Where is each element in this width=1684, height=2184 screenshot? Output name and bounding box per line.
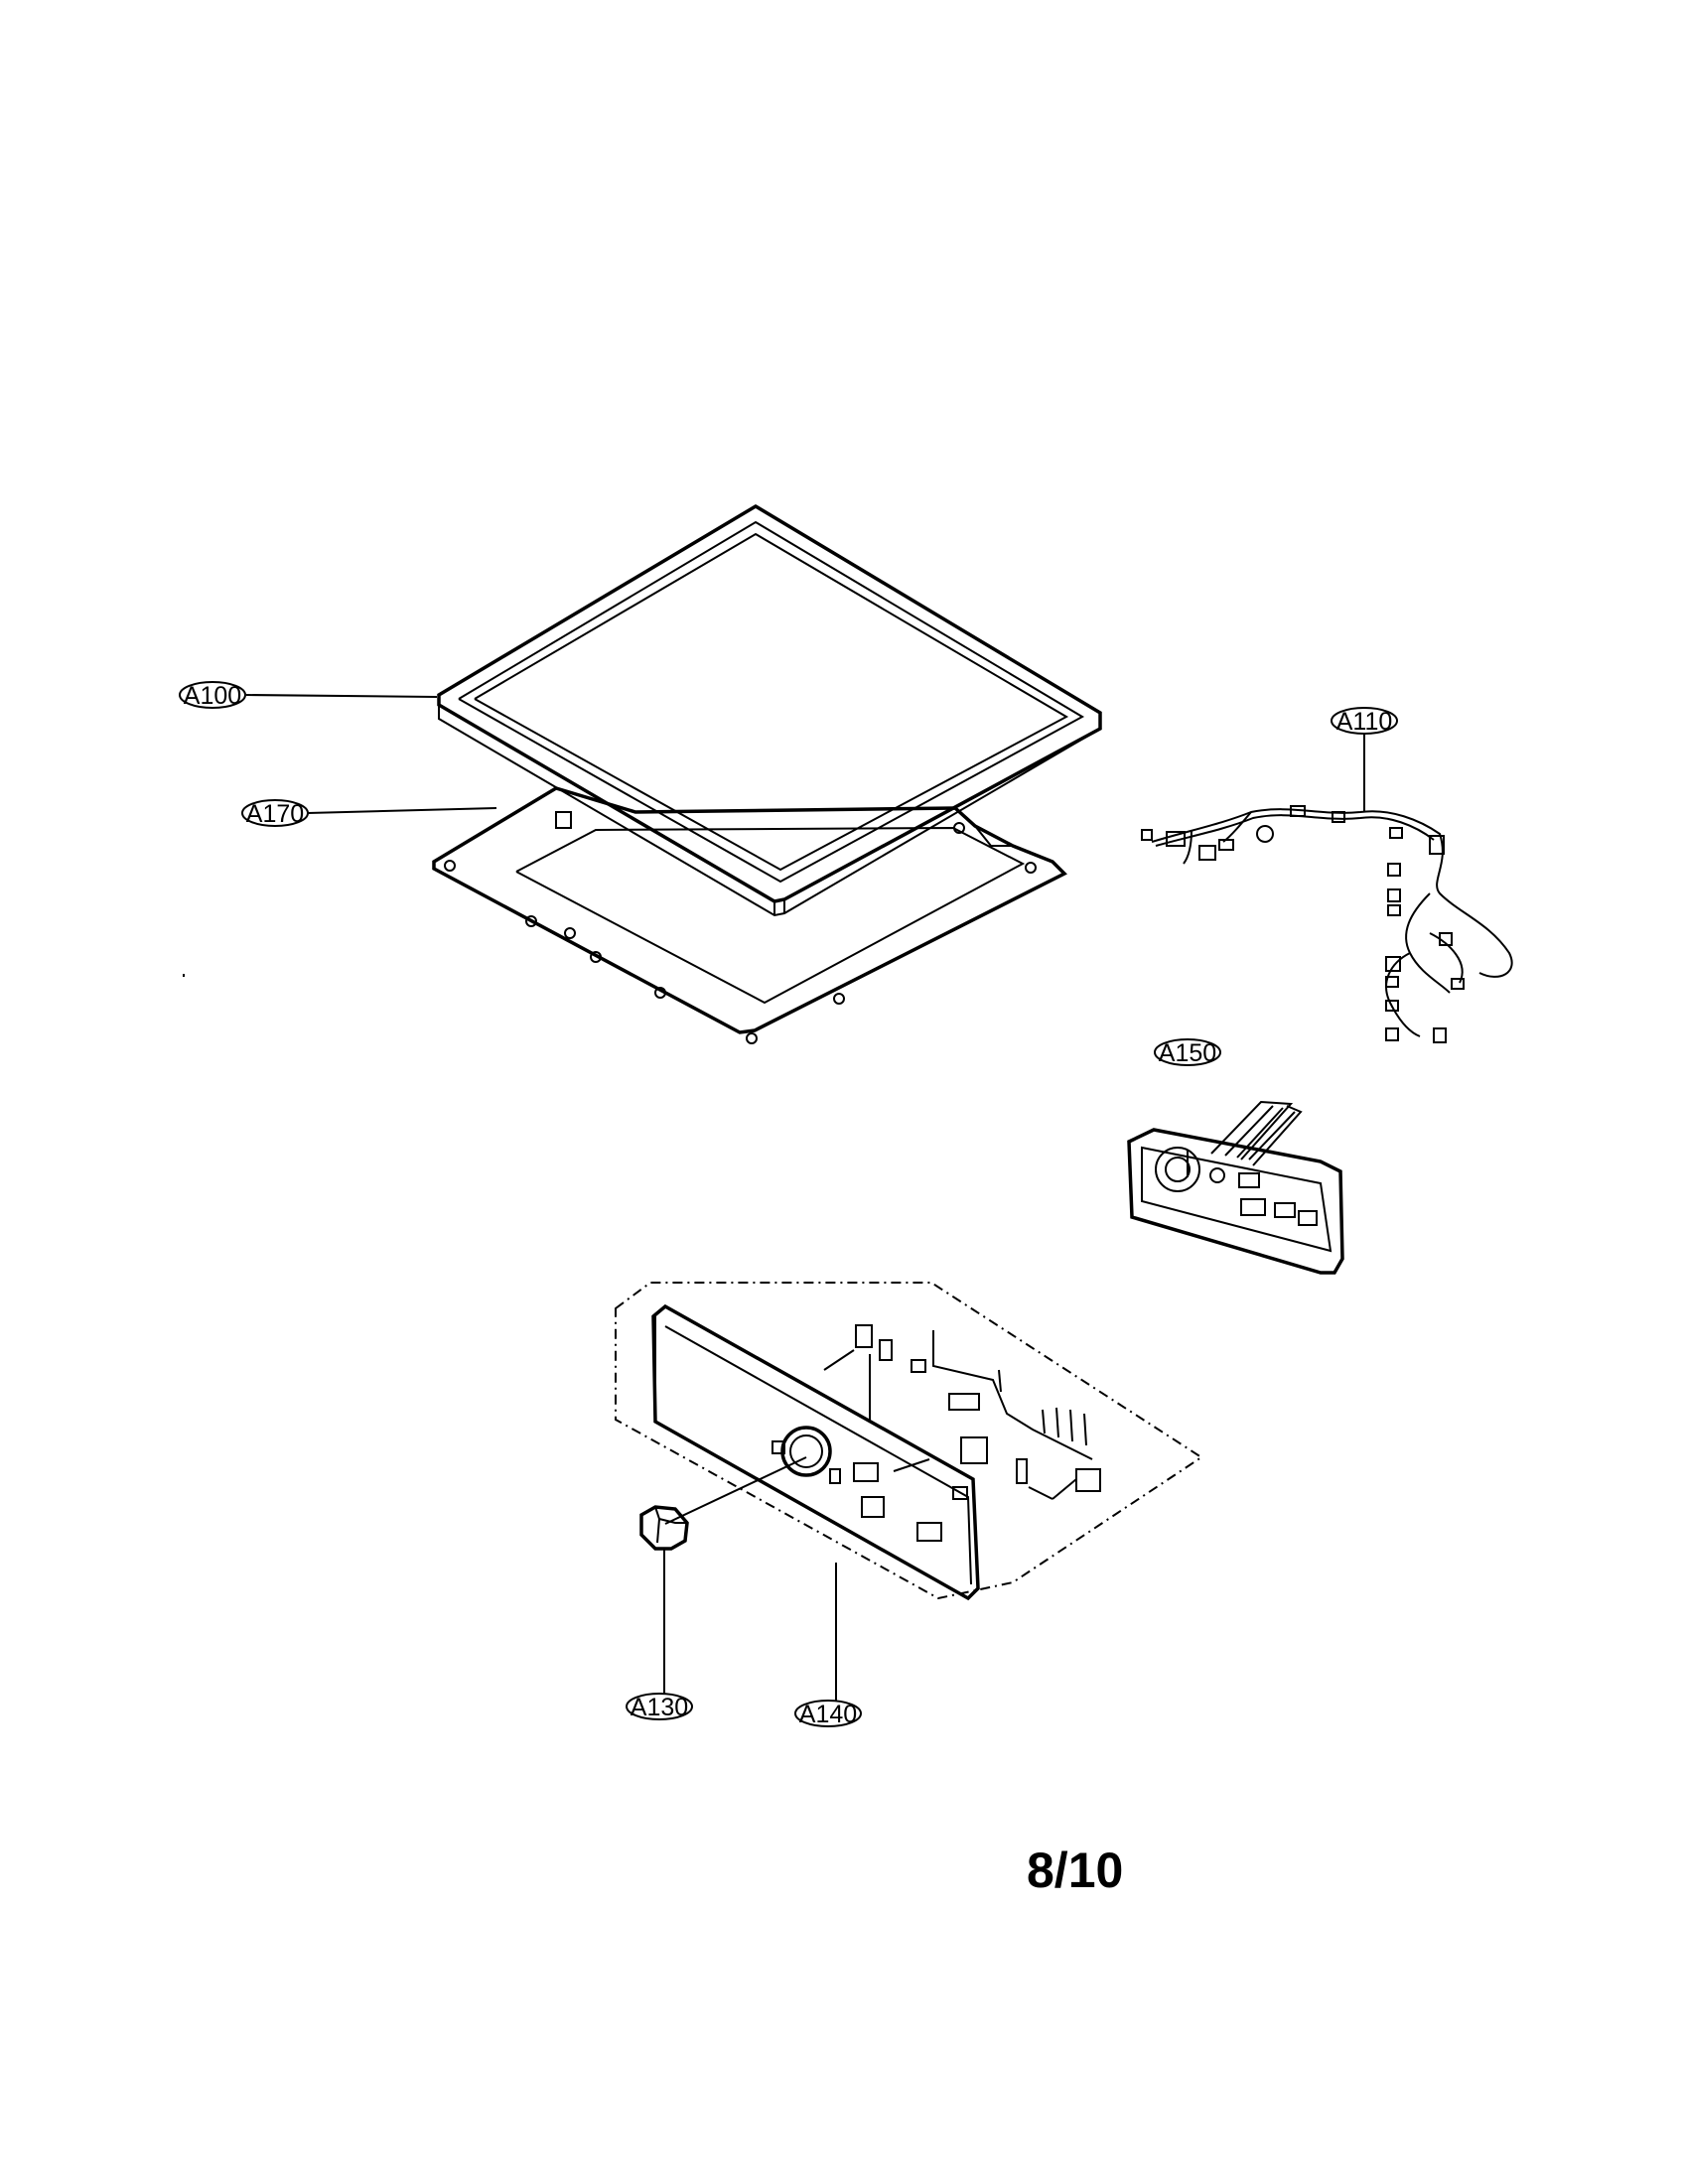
svg-text:A130: A130 <box>631 1694 688 1721</box>
wire-harness-part <box>1141 805 1513 1043</box>
svg-text:A150: A150 <box>1159 1039 1216 1067</box>
top-cover-part <box>437 503 1102 917</box>
leader-lines <box>245 694 1365 1701</box>
callout-a100: A100 <box>179 681 246 710</box>
pcb-assembly-part <box>1127 1100 1344 1275</box>
page-number: 8/10 <box>1027 1843 1124 1898</box>
svg-text:A100: A100 <box>184 682 241 710</box>
svg-text:A140: A140 <box>799 1701 857 1728</box>
callout-a140: A140 <box>794 1700 862 1728</box>
svg-text:A170: A170 <box>246 800 304 828</box>
callout-a110: A110 <box>1331 707 1398 736</box>
top-plate-part <box>432 786 1067 1044</box>
svg-text:A110: A110 <box>1336 708 1393 736</box>
callout-a170: A170 <box>241 799 309 828</box>
knob-part <box>639 1505 689 1551</box>
control-panel-assembly-part <box>615 1282 1203 1601</box>
callout-a150: A150 <box>1154 1038 1221 1067</box>
callout-a130: A130 <box>626 1693 693 1721</box>
